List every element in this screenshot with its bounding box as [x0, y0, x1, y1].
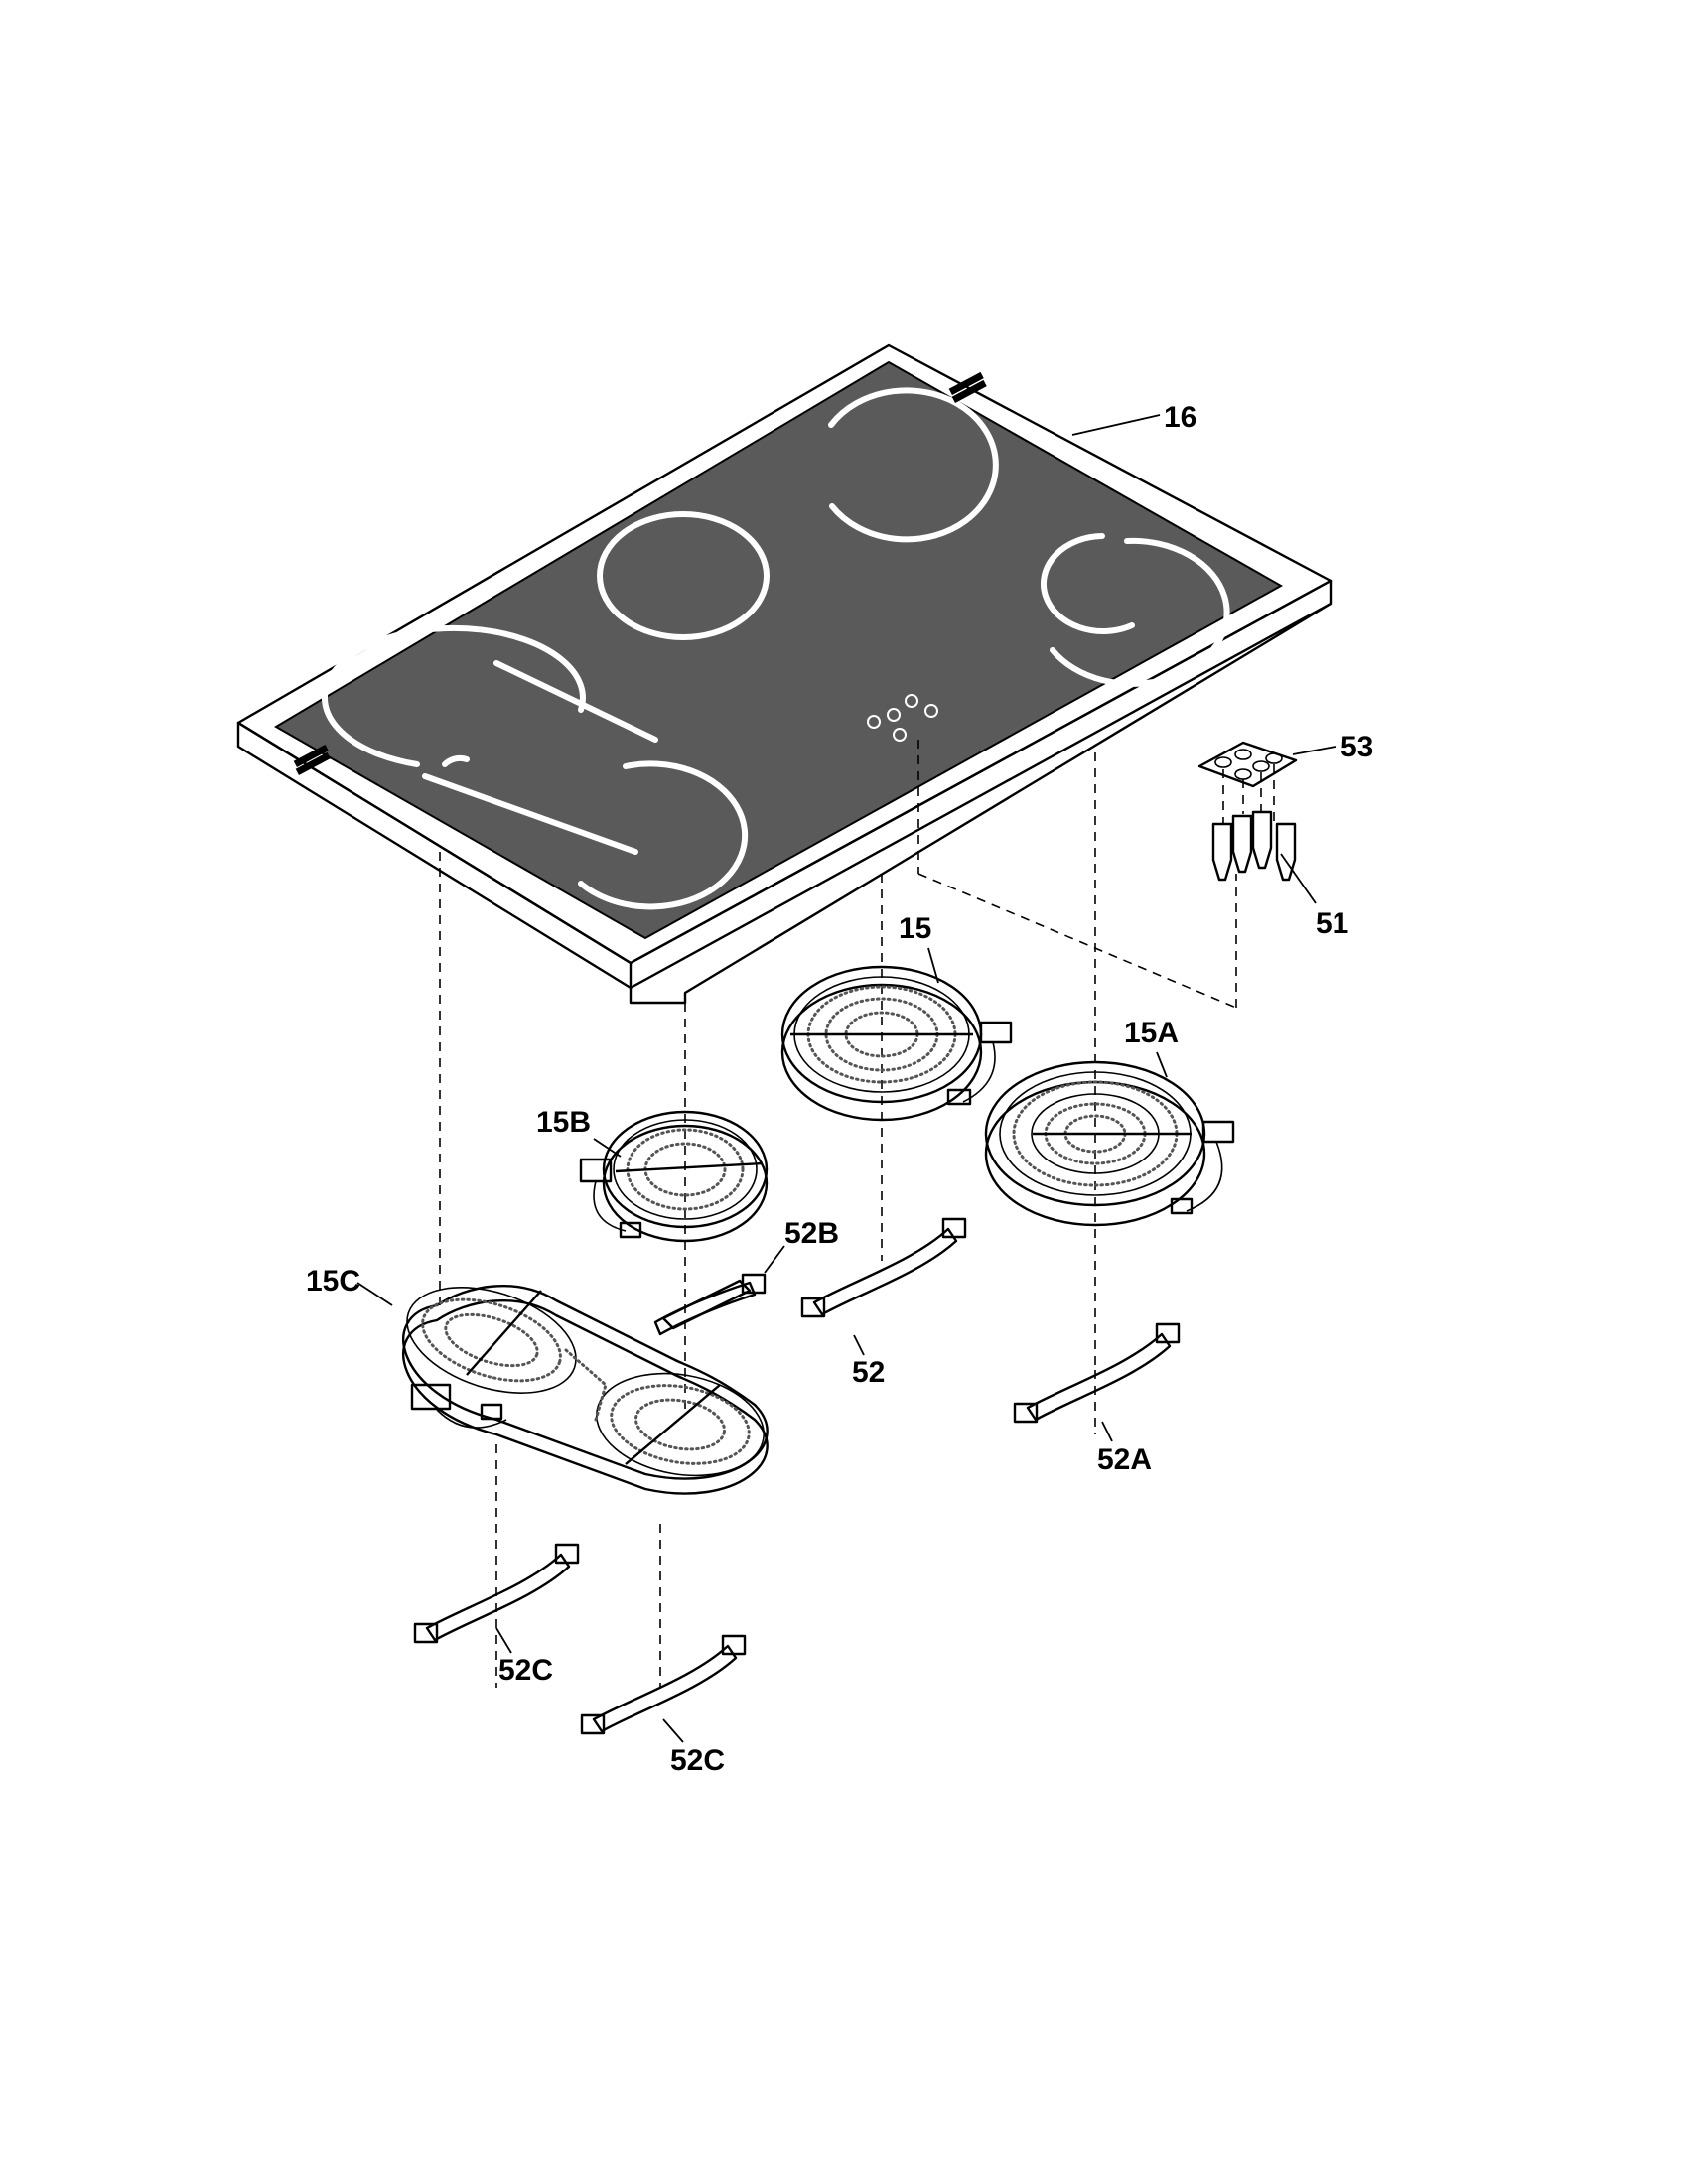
callout-15c: 15C [306, 1265, 360, 1297]
assembly-lines [439, 740, 1237, 1688]
bracket-52 [800, 1217, 967, 1318]
switches [1211, 764, 1297, 882]
callout-15b: 15B [536, 1106, 591, 1139]
indicator-4 [924, 704, 938, 718]
callout-15: 15 [899, 912, 931, 945]
element-15a [984, 1060, 1235, 1227]
cooktop-glass [274, 360, 1284, 940]
ring-right-outer [1050, 537, 1230, 687]
glass-burner-markings [322, 387, 1230, 910]
callout-16: 16 [1164, 401, 1196, 434]
element-15c [402, 1279, 769, 1495]
callout-52: 52 [852, 1356, 885, 1389]
callout-52c-1: 52C [498, 1654, 553, 1687]
callout-52b: 52B [784, 1217, 839, 1250]
switch-plate [1197, 741, 1298, 788]
indicator-5 [893, 728, 907, 742]
ring-top-right [828, 387, 999, 543]
cooktop-frame [236, 343, 1333, 965]
bracket-52a [1013, 1322, 1181, 1424]
callout-15a: 15A [1124, 1017, 1179, 1049]
callout-51: 51 [1316, 907, 1348, 940]
ring-middle-left [597, 511, 770, 640]
ring-bridge-left [322, 624, 586, 767]
bracket-52c-2 [580, 1634, 747, 1735]
element-15 [780, 965, 1013, 1122]
callout-52c-2: 52C [670, 1744, 725, 1777]
leader-lines [356, 414, 1336, 1743]
vent-slots-left [293, 744, 331, 775]
indicator-3 [905, 694, 918, 708]
ring-bridge-right [578, 760, 749, 910]
bracket-52b [653, 1273, 767, 1336]
indicator-2 [887, 708, 901, 722]
indicator-1 [867, 715, 881, 729]
ring-right-inner [1041, 533, 1135, 634]
ring-bridge-top-line [493, 660, 658, 743]
callout-53: 53 [1340, 731, 1373, 763]
vent-slots-right [948, 371, 987, 403]
callout-52a: 52A [1097, 1443, 1152, 1476]
cooktop-assembly [236, 343, 1333, 1005]
bracket-52c-1 [413, 1543, 580, 1644]
ring-bridge-line [422, 773, 638, 855]
element-15b [579, 1110, 769, 1243]
